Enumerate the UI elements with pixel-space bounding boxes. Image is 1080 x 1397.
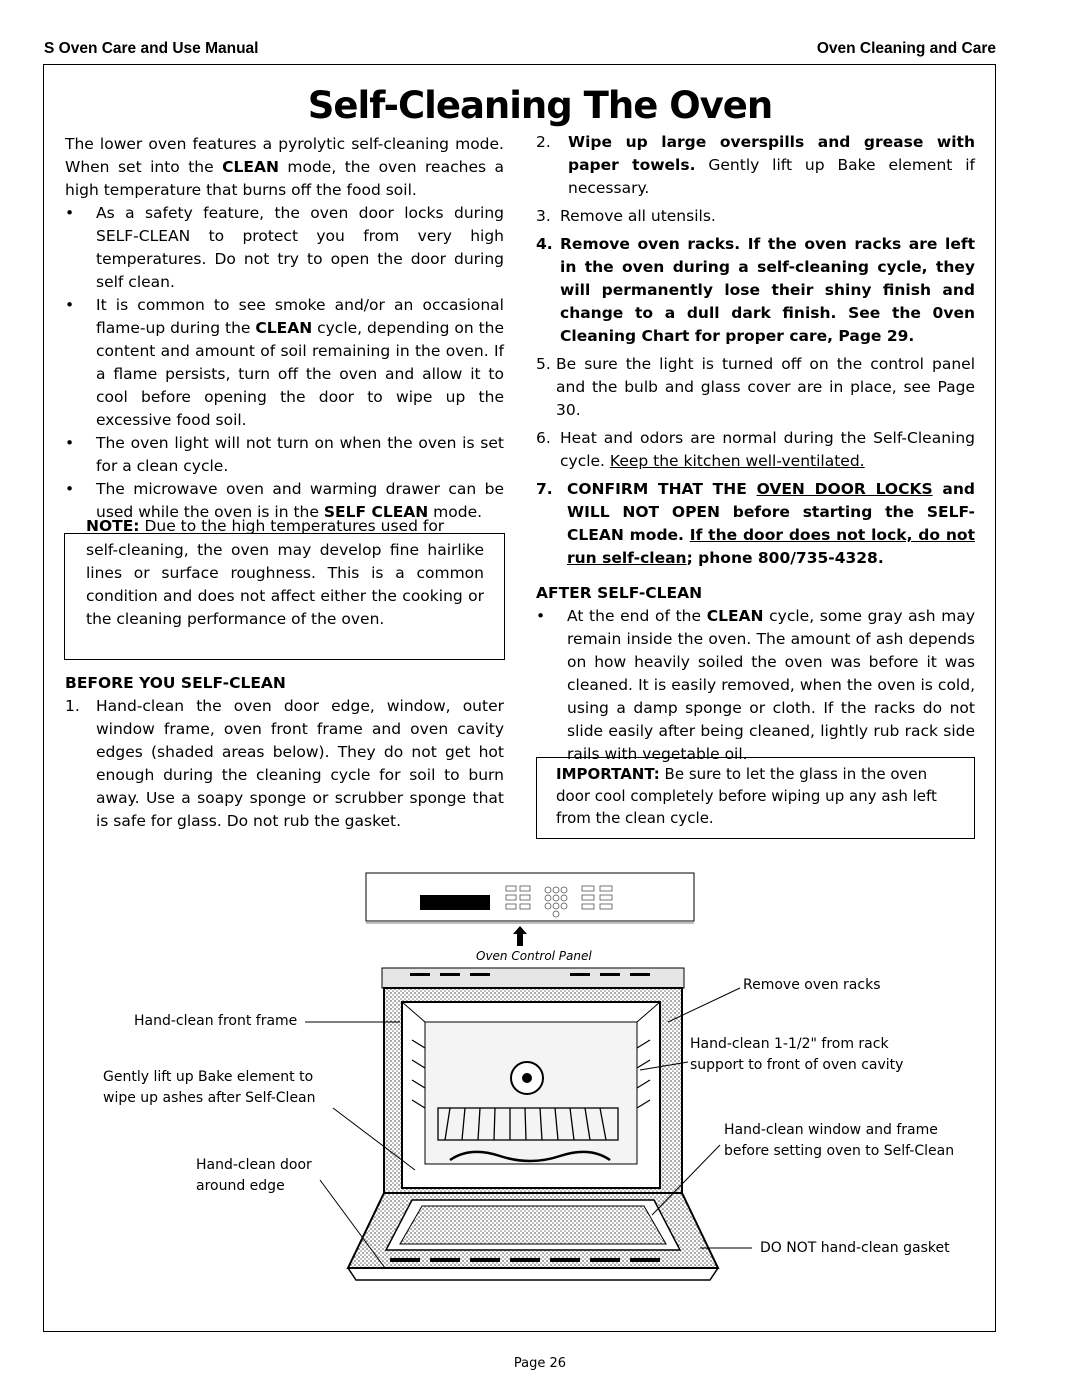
- panel-display: [420, 895, 490, 910]
- before-heading: BEFORE YOU SELF-CLEAN: [65, 674, 286, 692]
- figure-caption: Oven Control Panel: [476, 949, 592, 963]
- note-box: self-cleaning, the oven may develop fine…: [64, 533, 505, 660]
- list-item: •The oven light will not turn on when th…: [65, 434, 504, 475]
- label-rack-support-1: Hand-clean 1-1/2" from rack: [690, 1036, 889, 1052]
- label-rack-support-2: support to front of oven cavity: [690, 1057, 904, 1073]
- list-item: 6.Heat and odors are normal during the S…: [536, 429, 975, 470]
- intro-paragraph: The lower oven features a pyrolytic self…: [65, 135, 504, 199]
- label-window-2: before setting oven to Self-Clean: [724, 1143, 955, 1159]
- header-manual-title: S Oven Care and Use Manual: [44, 40, 259, 57]
- label-gasket: DO NOT hand-clean gasket: [760, 1240, 950, 1256]
- control-panel-illustration: [365, 872, 695, 924]
- note-heading-line: NOTE: Due to the high temperatures used …: [86, 517, 445, 535]
- list-item: 3.Remove all utensils.: [536, 207, 716, 225]
- list-item: 1.Hand-clean the oven door edge, window,…: [65, 697, 504, 830]
- label-door-edge-2: around edge: [196, 1178, 285, 1194]
- list-item: •At the end of the CLEAN cycle, some gra…: [536, 607, 975, 763]
- list-item: •As a safety feature, the oven door lock…: [65, 204, 504, 291]
- page-frame: [43, 64, 996, 1332]
- list-item: 2.Wipe up large overspills and grease wi…: [536, 133, 975, 197]
- label-remove-racks: Remove oven racks: [743, 977, 881, 993]
- oven-illustration: [346, 967, 720, 1281]
- list-item: •The microwave oven and warming drawer c…: [65, 480, 504, 521]
- left-column: The lower oven features a pyrolytic self…: [65, 133, 504, 524]
- important-box: IMPORTANT: Be sure to let the glass in t…: [536, 757, 975, 839]
- label-door-edge-1: Hand-clean door: [196, 1157, 312, 1173]
- list-item: 5.Be sure the light is turned off on the…: [536, 355, 975, 419]
- right-column: 2.Wipe up large overspills and grease wi…: [536, 131, 975, 766]
- list-item: 7.CONFIRM THAT THE OVEN DOOR LOCKS and W…: [536, 480, 975, 567]
- list-item: •It is common to see smoke and/or an occ…: [65, 296, 505, 429]
- label-bake-element-1: Gently lift up Bake element to: [103, 1069, 314, 1085]
- label-window-1: Hand-clean window and frame: [724, 1122, 938, 1138]
- label-bake-element-2: wipe up ashes after Self-Clean: [103, 1090, 316, 1106]
- after-heading: AFTER SELF-CLEAN: [536, 584, 703, 602]
- page-title: Self-Cleaning The Oven: [307, 84, 773, 127]
- before-section: BEFORE YOU SELF-CLEAN 1.Hand-clean the o…: [65, 672, 504, 833]
- page-number: Page 26: [513, 1356, 567, 1371]
- label-front-frame: Hand-clean front frame: [134, 1013, 298, 1029]
- arrow-up-icon: [513, 926, 527, 946]
- list-item: 4.Remove oven racks. If the oven racks a…: [536, 235, 975, 345]
- header-section-title: Oven Cleaning and Care: [816, 40, 996, 57]
